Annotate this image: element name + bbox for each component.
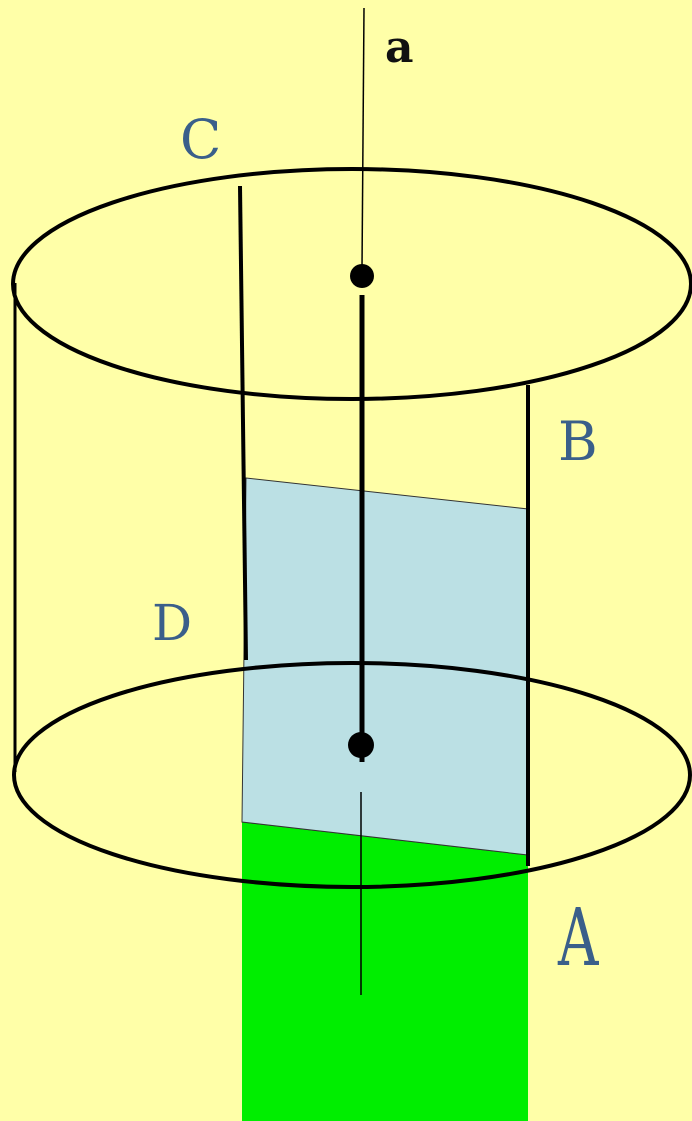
label-axis-a: a: [385, 22, 414, 73]
bottom-base-ellipse: [12, 661, 692, 889]
bottom-center-point: [348, 732, 374, 758]
label-point-b: B: [558, 410, 598, 473]
top-center-point: [350, 264, 374, 288]
label-point-a: A: [557, 892, 599, 985]
label-point-c: C: [180, 108, 221, 171]
axis-line-upper: [361, 7, 365, 269]
label-point-d: D: [152, 594, 192, 652]
segment-cd: [238, 185, 248, 661]
lower-section-fill: [242, 822, 528, 1121]
top-base-ellipse: [11, 167, 692, 401]
